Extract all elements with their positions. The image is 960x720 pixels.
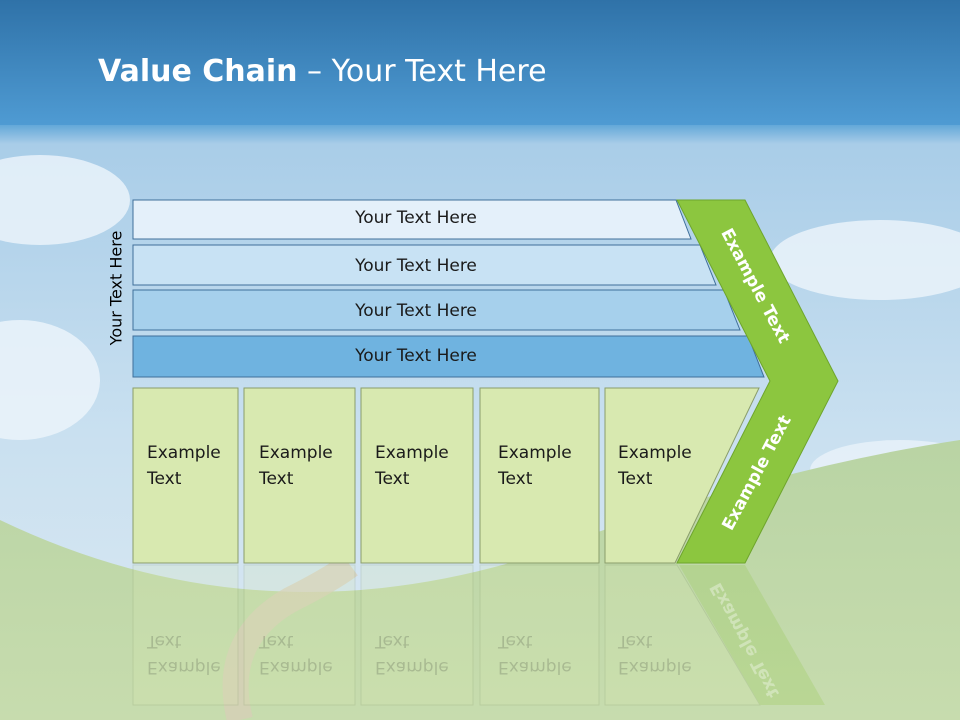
activity-box-5 [604,387,760,564]
bar-3-label: Your Text Here [355,301,477,321]
bar-1 [132,199,692,240]
activity-box-2 [243,387,356,564]
bar-1-label: Your Text Here [355,208,477,228]
activity-box-1 [132,387,239,564]
margin-chevron [676,199,839,564]
page-title: Value Chain – Your Text Here [98,54,547,89]
bar-2 [132,244,717,286]
bar-2-label: Your Text Here [355,256,477,276]
activity-box-3 [360,387,474,564]
bar-4-label: Your Text Here [355,346,477,366]
bar-4 [132,335,765,378]
bar-3 [132,289,741,331]
activity-box-4 [479,387,600,564]
